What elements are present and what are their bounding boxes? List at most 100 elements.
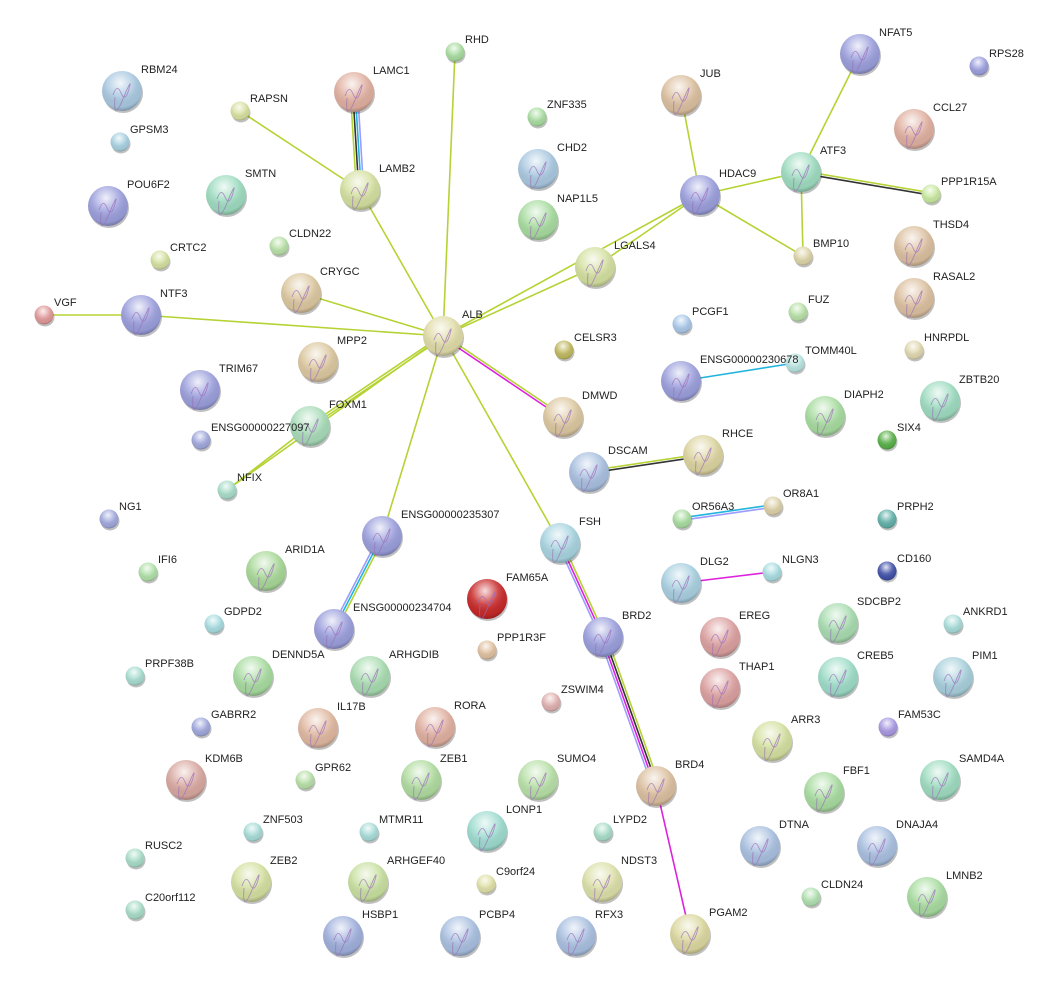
node-prph2[interactable] <box>877 509 898 531</box>
node-gabrr2[interactable] <box>191 717 212 739</box>
node-cd160[interactable] <box>877 561 898 583</box>
edge-lamb2-rapsn[interactable] <box>239 110 361 191</box>
node-tomm40l[interactable] <box>785 353 806 375</box>
node-trim67[interactable] <box>180 370 221 412</box>
node-lamc1[interactable] <box>334 72 375 114</box>
node-lmnb2[interactable] <box>907 877 948 919</box>
node-or8a1[interactable] <box>763 496 784 518</box>
node-dennd5a[interactable] <box>233 656 274 698</box>
node-fam65a[interactable] <box>467 579 508 621</box>
node-jub[interactable] <box>661 75 702 117</box>
node-rasal2[interactable] <box>894 278 935 320</box>
edge-alb-fsh[interactable] <box>442 335 561 544</box>
node-rapsn[interactable] <box>230 101 251 123</box>
node-ereg[interactable] <box>700 617 741 659</box>
node-arid1a[interactable] <box>246 551 287 593</box>
node-samd4a[interactable] <box>920 760 961 802</box>
node-sumo4[interactable] <box>518 760 559 802</box>
node-crtc2[interactable] <box>150 250 171 272</box>
node-brd2[interactable] <box>583 617 624 659</box>
node-fbf1[interactable] <box>804 772 845 814</box>
node-mpp2[interactable] <box>298 342 339 384</box>
node-ensg00000234704[interactable] <box>314 609 355 651</box>
node-hnrpdl[interactable] <box>904 340 925 362</box>
node-dscam[interactable] <box>569 452 610 494</box>
node-pcbp4[interactable] <box>440 916 481 958</box>
node-arhgdib[interactable] <box>350 656 391 698</box>
node-ccl27[interactable] <box>894 109 935 151</box>
node-ng1[interactable] <box>99 509 120 531</box>
node-gpsm3[interactable] <box>110 132 131 154</box>
node-alb[interactable] <box>423 316 464 358</box>
node-hdac9[interactable] <box>680 175 721 217</box>
node-thsd4[interactable] <box>894 226 935 268</box>
node-lonp1[interactable] <box>467 811 508 853</box>
node-arhgef40[interactable] <box>348 862 389 904</box>
node-znf503[interactable] <box>243 822 264 844</box>
node-ensg00000235307[interactable] <box>362 516 403 558</box>
node-chd2[interactable] <box>518 149 559 191</box>
node-zswim4[interactable] <box>541 692 562 714</box>
node-znf335[interactable] <box>527 107 548 129</box>
node-celsr3[interactable] <box>554 340 575 362</box>
node-or56a3[interactable] <box>672 509 693 531</box>
edge-brd2-brd4[interactable] <box>598 635 661 788</box>
edge-brd4-pgam2[interactable] <box>655 785 691 935</box>
edge-alb-ensg00000235307[interactable] <box>381 335 444 537</box>
node-nfat5[interactable] <box>840 34 881 76</box>
node-rusc2[interactable] <box>125 848 146 870</box>
node-bmp10[interactable] <box>793 246 814 268</box>
edge-alb-rhd[interactable] <box>442 51 456 337</box>
edge-alb-crygc[interactable] <box>300 292 444 337</box>
node-pgam2[interactable] <box>670 914 711 956</box>
node-six4[interactable] <box>877 430 898 452</box>
node-vgf[interactable] <box>34 305 55 327</box>
node-kdm6b[interactable] <box>166 760 207 802</box>
node-ensg00000227097[interactable] <box>191 430 212 452</box>
edge-alb-lgals4[interactable] <box>442 266 596 337</box>
node-nap1l5[interactable] <box>518 200 559 242</box>
node-arr3[interactable] <box>752 721 793 763</box>
node-lamb2[interactable] <box>340 170 381 212</box>
node-smtn[interactable] <box>206 175 247 217</box>
node-fam53c[interactable] <box>878 717 899 739</box>
node-atf3[interactable] <box>781 152 822 194</box>
node-diaph2[interactable] <box>805 396 846 438</box>
node-rfx3[interactable] <box>556 916 597 958</box>
node-pcgf1[interactable] <box>672 314 693 336</box>
node-zbtb20[interactable] <box>920 381 961 423</box>
node-ndst3[interactable] <box>582 862 623 904</box>
node-nlgn3[interactable] <box>762 562 783 584</box>
edge-alb-nfix[interactable] <box>226 335 444 491</box>
node-rps28[interactable] <box>969 56 990 78</box>
node-lgals4[interactable] <box>575 247 616 289</box>
node-gdpd2[interactable] <box>204 614 225 636</box>
node-rora[interactable] <box>415 707 456 749</box>
node-ifi6[interactable] <box>138 562 159 584</box>
node-gpr62[interactable] <box>295 770 316 792</box>
node-rhd[interactable] <box>445 42 466 64</box>
node-pou6f2[interactable] <box>88 186 129 228</box>
node-ntf3[interactable] <box>121 295 162 337</box>
node-c9orf24[interactable] <box>476 874 497 896</box>
node-dnaja4[interactable] <box>857 826 898 868</box>
edge-alb-lamb2[interactable] <box>359 189 444 337</box>
node-cldn22[interactable] <box>269 236 290 258</box>
node-c20orf112[interactable] <box>125 900 146 922</box>
node-il17b[interactable] <box>298 708 339 750</box>
node-lypd2[interactable] <box>593 822 614 844</box>
edge-alb-ntf3[interactable] <box>140 314 444 337</box>
edge-or56a3-or8a1[interactable] <box>681 504 774 521</box>
node-pim1[interactable] <box>933 657 974 699</box>
node-ppp1r3f[interactable] <box>477 640 498 662</box>
node-rhce[interactable] <box>683 435 724 477</box>
edge-atf3-nfat5[interactable] <box>800 53 861 173</box>
node-dmwd[interactable] <box>543 397 584 439</box>
node-nfix[interactable] <box>217 480 238 502</box>
node-creb5[interactable] <box>818 657 859 699</box>
node-ensg00000230678[interactable] <box>661 361 702 403</box>
node-cldn24[interactable] <box>801 887 822 909</box>
node-fuz[interactable] <box>788 302 809 324</box>
edge-alb-hdac9[interactable] <box>442 194 701 337</box>
node-dtna[interactable] <box>740 826 781 868</box>
